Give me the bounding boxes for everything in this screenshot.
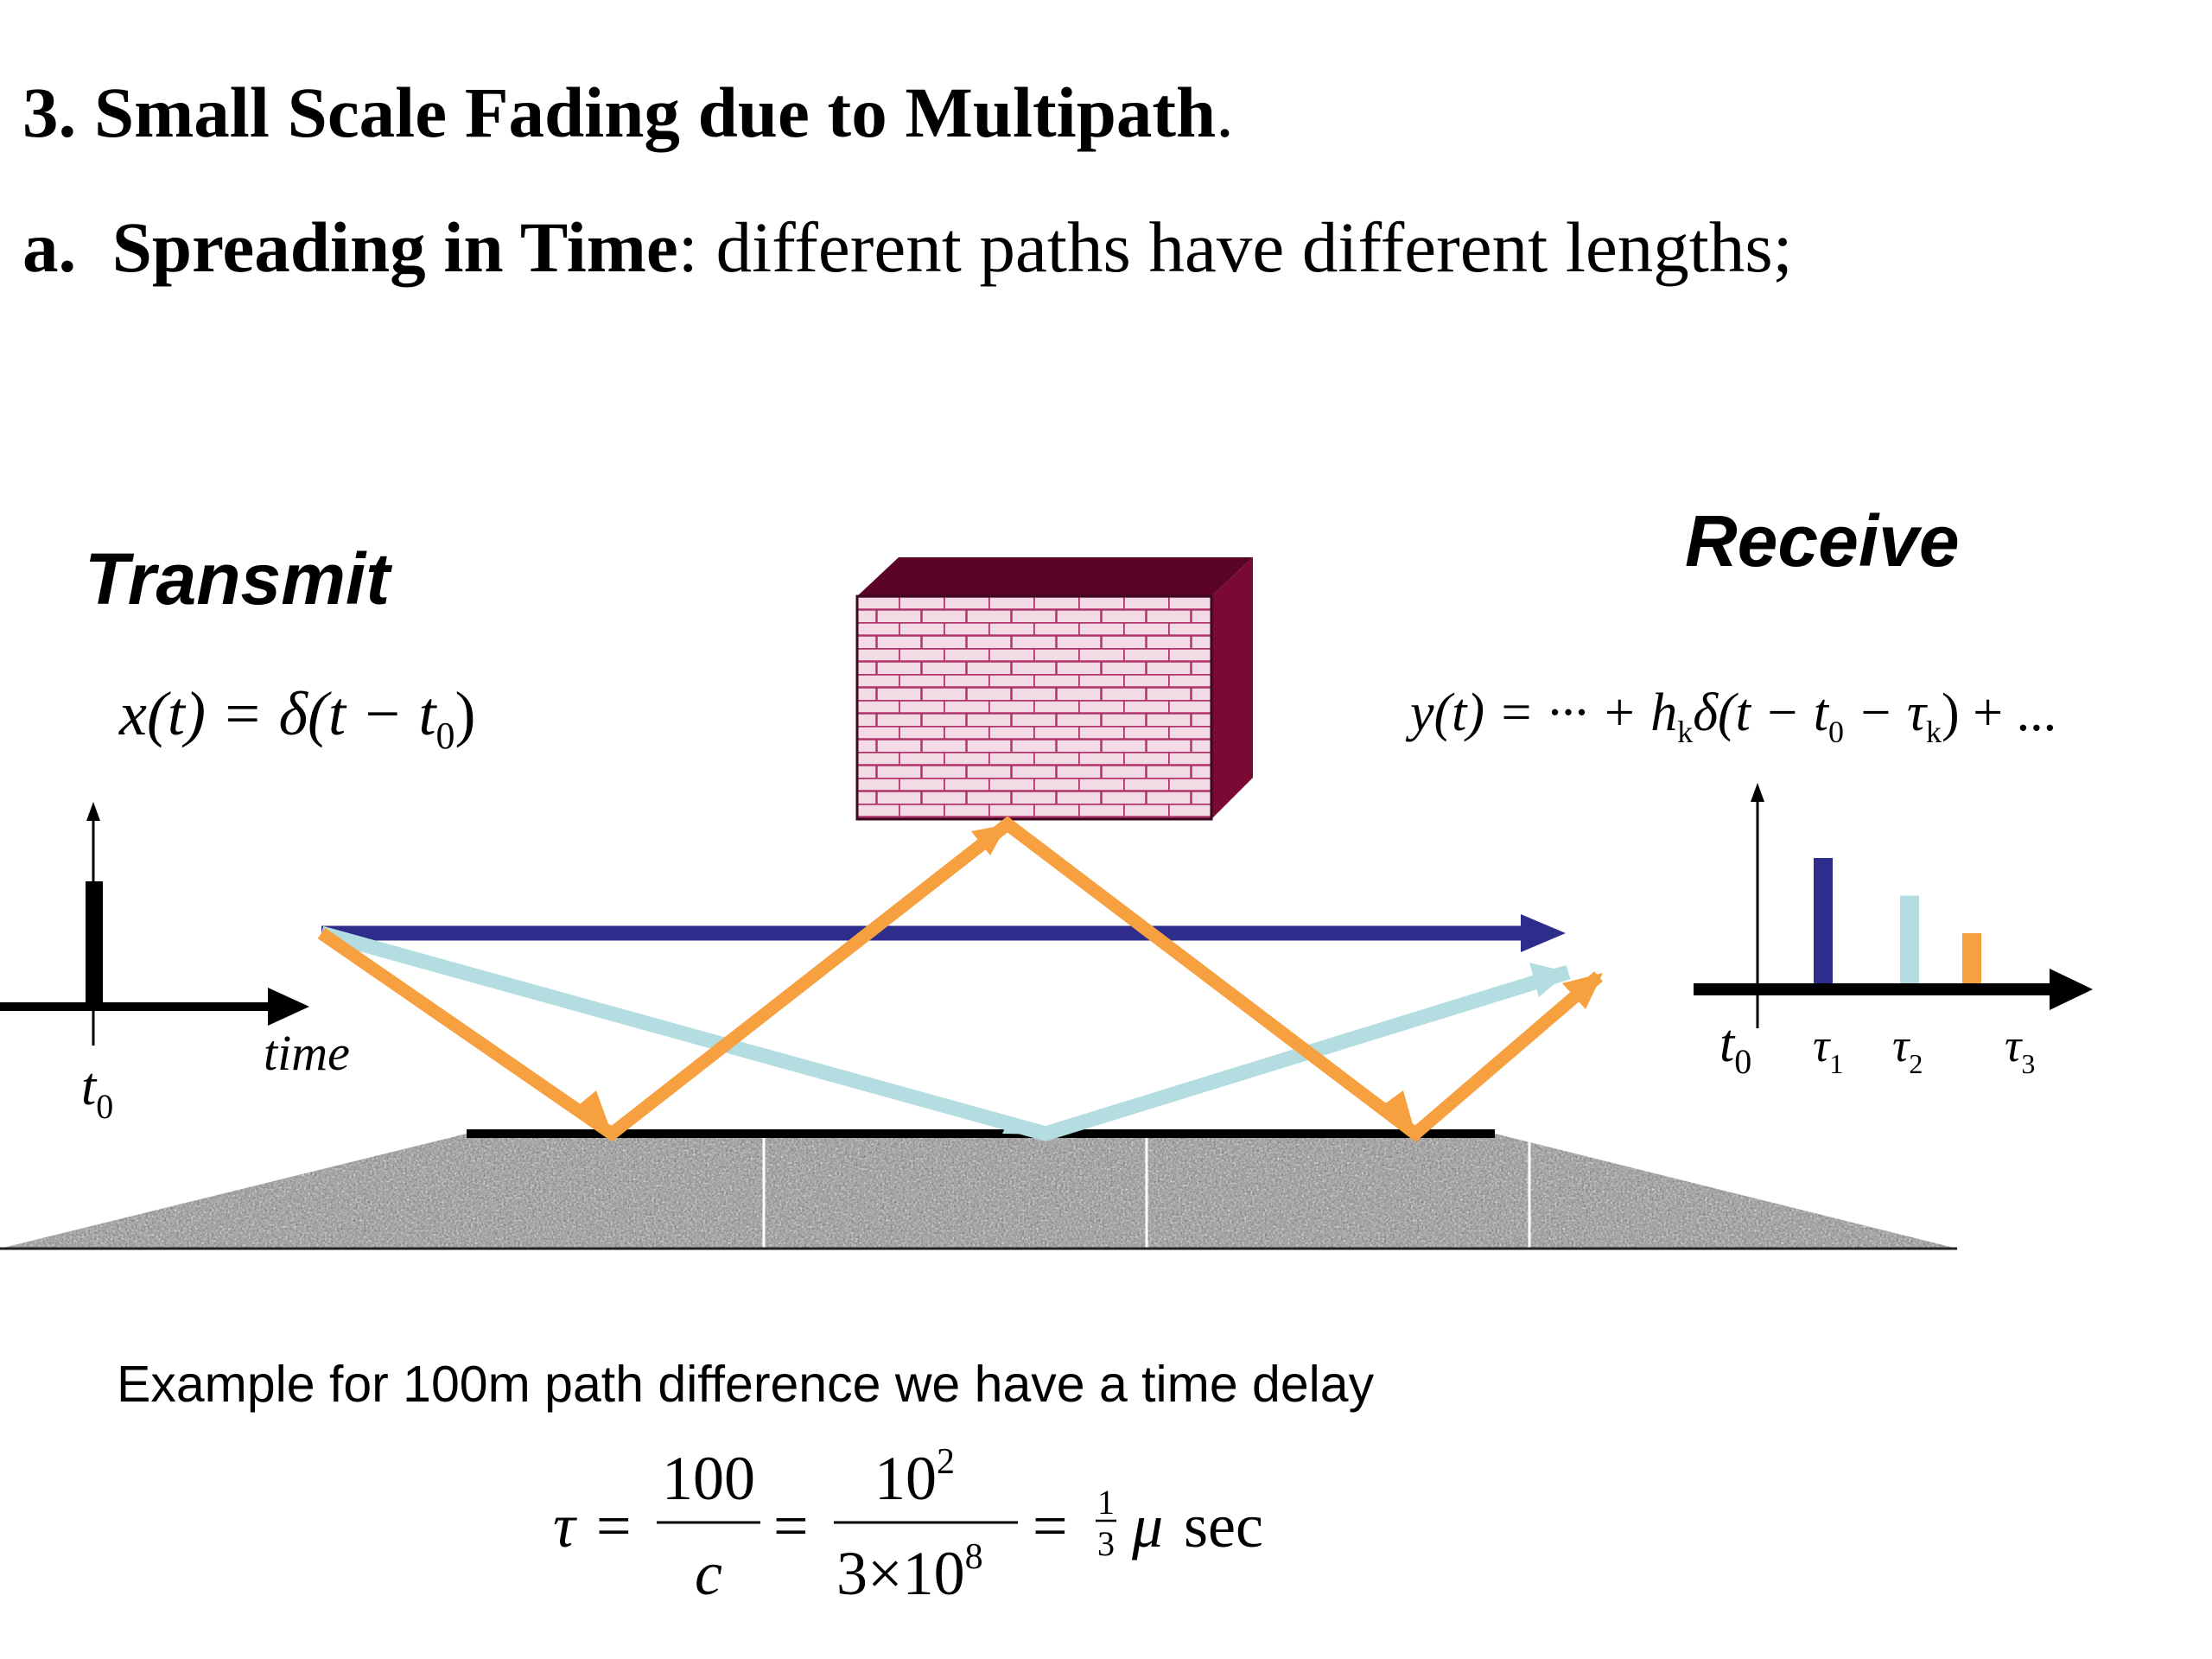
- section-period: .: [1216, 73, 1234, 152]
- formula-frac3-numerator: 1: [1097, 1483, 1115, 1522]
- receive-tick-tau1: τ1: [1813, 1020, 1843, 1079]
- receive-tick-tau2: τ2: [1892, 1020, 1923, 1079]
- transmit-axis-arrowhead: [268, 988, 309, 1026]
- multi-reflection-path: [317, 816, 1603, 1142]
- formula-frac1-denominator: c: [695, 1539, 722, 1608]
- receive-impulse-1: [1814, 858, 1833, 983]
- formula-frac3-denominator: 3: [1097, 1524, 1115, 1563]
- road-surface: [467, 1129, 1495, 1138]
- receive-impulse-2: [1900, 895, 1919, 983]
- transmit-tick-t0: t0: [81, 1058, 113, 1126]
- building-top: [857, 557, 1253, 596]
- receive-label: Receive: [1685, 500, 1960, 582]
- delay-formula: τ = 100 c = 102 3×108 = 1 3 μ sec: [553, 1442, 1263, 1608]
- receive-tick-tau3: τ3: [2005, 1020, 2035, 1079]
- receive-equation: y(t) = ··· + hkδ(t − t0 − τk) + ...: [1405, 683, 2056, 749]
- time-axis-label: time: [264, 1025, 350, 1081]
- building-side: [1211, 557, 1253, 819]
- receive-ticks: t0 τ1 τ2 τ3: [1719, 1014, 2035, 1081]
- formula-equals-1: =: [596, 1491, 632, 1560]
- transmit-equation: x(t) = δ(t − t0): [118, 679, 476, 757]
- formula-equals-2: =: [773, 1491, 809, 1560]
- example-description: Example for 100m path difference we have…: [117, 1356, 1375, 1413]
- transmit-label: Transmit: [85, 538, 391, 620]
- subsection-heading: a. Spreading in Time: different paths ha…: [22, 206, 1793, 289]
- receive-impulse-3: [1962, 933, 1981, 983]
- receive-impulse-plot: t0 τ1 τ2 τ3: [1694, 783, 2093, 1081]
- building-front: [855, 594, 1213, 821]
- formula-frac2-denominator: 3×108: [836, 1537, 983, 1608]
- formula-tau: τ: [553, 1491, 577, 1560]
- ground-reflection-path: [319, 925, 1571, 1141]
- receive-axis-arrowhead: [2050, 969, 2093, 1010]
- ground: [0, 1129, 1957, 1250]
- receive-tick-t0: t0: [1719, 1014, 1751, 1081]
- transmit-impulse-plot: time t0: [0, 802, 350, 1126]
- brick-building: [855, 557, 1253, 821]
- formula-frac1-numerator: 100: [662, 1444, 755, 1513]
- receive-vertical-arrowhead: [1751, 783, 1764, 802]
- section-number: 3.: [22, 73, 77, 152]
- subsection-title: Spreading in Time: [111, 207, 678, 287]
- formula-unit-mu: μ: [1131, 1491, 1163, 1560]
- section-title: Small Scale Fading due to Multipath: [94, 73, 1217, 152]
- propagation-paths: [317, 816, 1603, 1142]
- formula-frac2-numerator: 102: [874, 1442, 955, 1513]
- formula-equals-3: =: [1033, 1491, 1068, 1560]
- subsection-letter: a.: [22, 207, 77, 287]
- section-heading: 3. Small Scale Fading due to Multipath.: [22, 71, 1234, 154]
- subsection-description: : different paths have different lengths…: [677, 207, 1793, 287]
- transmit-impulse: [86, 881, 103, 1007]
- receive-impulses: [1814, 858, 1981, 983]
- direct-path: [321, 914, 1566, 952]
- formula-unit-sec: sec: [1184, 1491, 1263, 1560]
- transmit-vertical-arrowhead: [86, 802, 100, 821]
